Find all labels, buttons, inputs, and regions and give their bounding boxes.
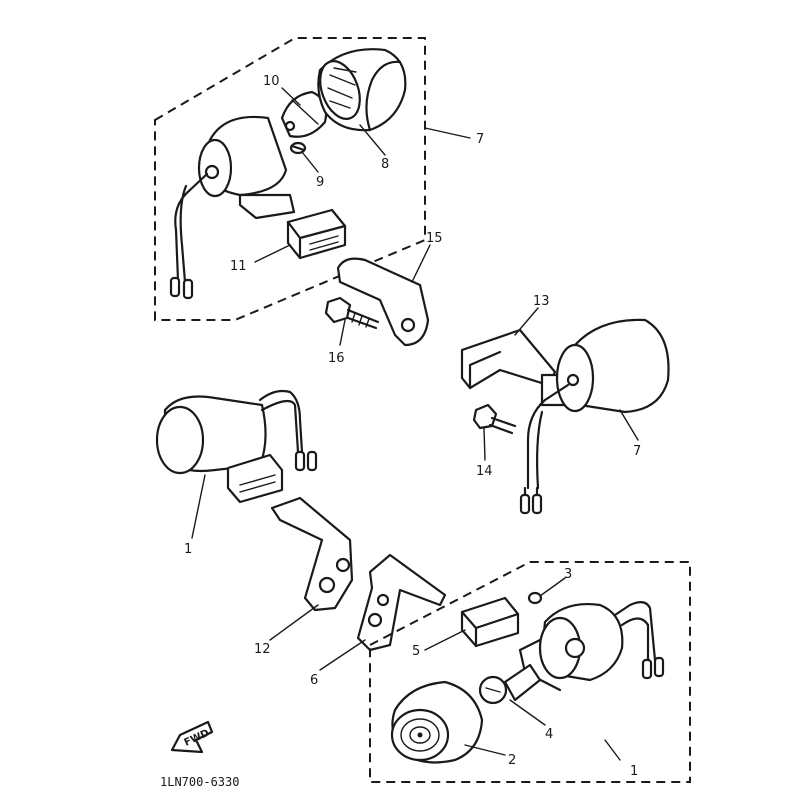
relay-left [226,453,284,504]
callout-1-upper: 1 [184,542,192,557]
mount-plate-top [238,193,296,220]
assembly-outline-bottom [369,561,691,783]
bracket-12 [270,496,354,612]
bulb-bottom [478,663,542,705]
relay-block-11 [286,208,347,260]
callout-9: 9 [316,175,324,190]
bolt-14 [472,403,517,435]
callout-16: 16 [328,351,345,366]
callout-11: 11 [230,259,247,274]
callout-4: 4 [545,727,553,742]
assembly-outline-top [154,37,426,321]
callout-6: 6 [310,673,318,688]
callout-2: 2 [508,753,516,768]
callout-13: 13 [533,294,550,309]
lamp-left [155,389,318,504]
lens-bottom [390,680,484,764]
forward-direction-arrow: FWD [170,720,214,754]
bracket-6 [356,553,447,652]
callout-14: 14 [476,464,493,479]
lens-top [317,48,407,132]
lamp-housing-bottom [518,601,665,692]
bolt-16 [324,296,380,330]
callout-7-right: 7 [633,444,641,459]
bracket-15 [336,257,430,347]
assembly-group-bottom [369,561,691,783]
callout-10: 10 [263,74,280,89]
screw-9 [289,141,307,155]
callout-7-top: 7 [476,132,484,147]
callout-12: 12 [254,642,271,657]
callout-3: 3 [564,567,572,582]
lamp-housing-top [169,115,288,300]
assembly-group-top [154,37,426,321]
diagram-code: 1LN700-6330 [160,775,239,789]
screw-3 [527,591,543,605]
bracket-13 [460,328,557,390]
leader-lines [191,87,639,761]
lamp-right [460,318,670,515]
callout-5: 5 [412,644,420,659]
callout-15: 15 [426,231,443,246]
callout-numbers: 10 8 9 7 11 15 16 13 14 7 1 12 6 3 5 4 2… [184,74,641,779]
callout-1-lower: 1 [630,764,638,779]
relay-block-5 [460,596,520,648]
callout-8: 8 [381,157,389,172]
